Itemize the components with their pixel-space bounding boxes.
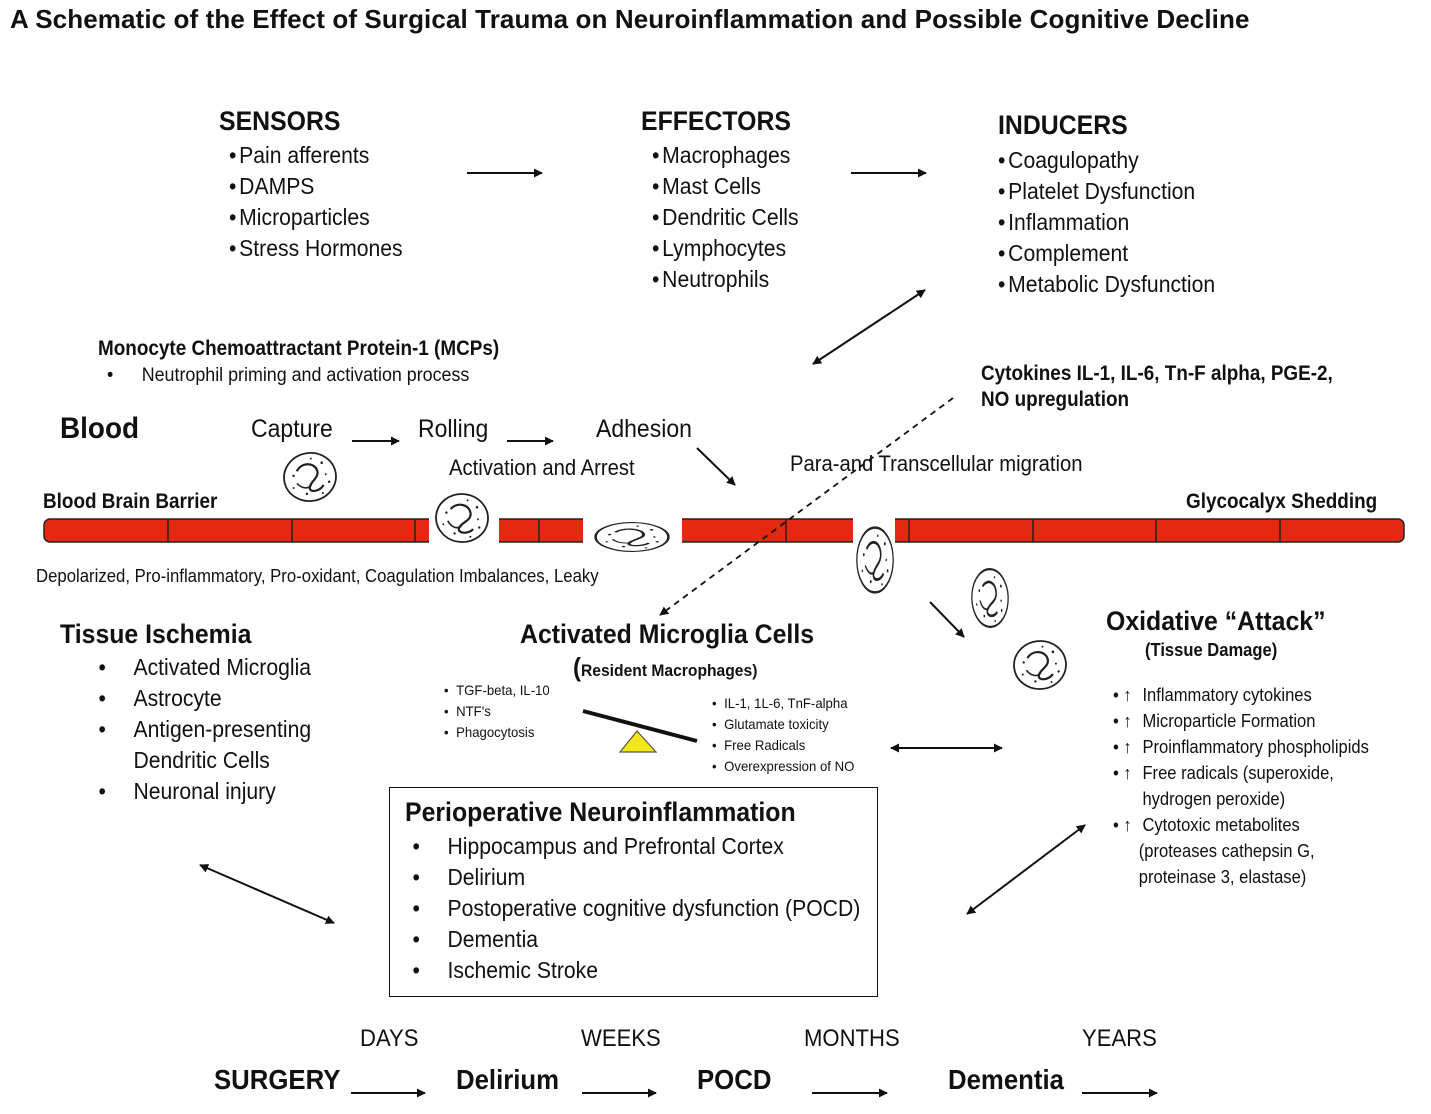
blood-label: Blood: [60, 412, 140, 445]
list-item: Antigen-presenting Dendritic Cells: [93, 714, 332, 776]
list-item: Mast Cells: [652, 171, 799, 202]
mcp-item: • Neutrophil priming and activation proc…: [107, 365, 469, 387]
list-item: Dendritic Cells: [652, 202, 798, 233]
up-arrow-icon: • ↑: [1113, 815, 1132, 835]
list-item: • ↑Microparticle Formation: [1113, 708, 1369, 734]
list-item: Platelet Dysfunction: [998, 176, 1215, 207]
list-item: • ↑Inflammatory cytokines: [1113, 682, 1369, 708]
ischemia-list: Activated Microglia Astrocyte Antigen-pr…: [93, 652, 332, 807]
capture-label: Capture: [251, 415, 333, 443]
arrow-oxidative-periop: [966, 824, 1086, 915]
interval-years: YEARS: [1082, 1025, 1157, 1052]
list-item: Metabolic Dysfunction: [998, 269, 1215, 300]
list-item: Macrophages: [652, 140, 799, 171]
sensors-list: Pain afferents DAMPS Microparticles Stre…: [229, 140, 403, 264]
list-item: Phagocytosis: [444, 722, 550, 743]
microglia-right-list: IL-1, 1L-6, TnF-alpha Glutamate toxicity…: [712, 693, 854, 777]
mcp-item-text: Neutrophil priming and activation proces…: [141, 365, 470, 386]
interval-weeks: WEEKS: [581, 1025, 661, 1052]
cell-tissue-icon: [968, 563, 1012, 633]
list-item: Free Radicals: [712, 735, 854, 756]
list-item: Postoperative cognitive dysfunction (POC…: [407, 893, 861, 924]
list-item: Ischemic Stroke: [407, 955, 860, 986]
oxidative-sub: (Tissue Damage): [1145, 640, 1278, 660]
stage-surgery: SURGERY: [214, 1064, 341, 1095]
list-item: TGF-beta, IL-10: [444, 680, 550, 701]
barrier-state: Depolarized, Pro-inflammatory, Pro-oxida…: [36, 566, 599, 586]
list-item: • ↑Proinflammatory phospholipids: [1113, 734, 1369, 760]
effectors-heading: EFFECTORS: [641, 106, 791, 136]
perioperative-box: [389, 787, 878, 997]
blood-brain-barrier-bar: [43, 517, 1405, 545]
arrow-inducers-blood: [812, 289, 926, 365]
list-item: Dementia: [407, 924, 860, 955]
list-item: Neuronal injury: [93, 776, 332, 807]
oxidative-heading: Oxidative “Attack”: [1106, 606, 1326, 636]
list-item: Complement: [998, 238, 1215, 269]
inducers-list: Coagulopathy Platelet Dysfunction Inflam…: [998, 145, 1215, 300]
list-item: Stress Hormones: [229, 233, 402, 264]
mcp-heading: Monocyte Chemoattractant Protein-1 (MCPs…: [98, 337, 500, 360]
adhesion-label: Adhesion: [596, 415, 692, 443]
bbb-label: Blood Brain Barrier: [43, 490, 218, 513]
periop-heading: Perioperative Neuroinflammation: [405, 797, 796, 827]
list-item: • ↑Free radicals (superoxide,hydrogen pe…: [1113, 760, 1369, 812]
dashed-arrow-cytokines: [659, 397, 954, 616]
list-item: Inflammation: [998, 207, 1215, 238]
periop-list: Hippocampus and Prefrontal Cortex Deliri…: [407, 831, 861, 986]
list-item: NTF's: [444, 701, 550, 722]
cytokines-line2: NO upregulation: [981, 388, 1130, 411]
bullet-glyph: •: [107, 365, 114, 386]
up-arrow-icon: • ↑: [1113, 763, 1132, 783]
list-item: Hippocampus and Prefrontal Cortex: [407, 831, 860, 862]
stage-pocd: POCD: [697, 1064, 772, 1095]
list-item: DAMPS: [229, 171, 403, 202]
list-item: Coagulopathy: [998, 145, 1215, 176]
up-arrow-icon: • ↑: [1113, 685, 1132, 705]
list-item: Glutamate toxicity: [712, 714, 854, 735]
cytokines-line1: Cytokines IL-1, IL-6, Tn-F alpha, PGE-2,: [981, 362, 1333, 385]
list-item: Astrocyte: [93, 683, 332, 714]
list-item: Pain afferents: [229, 140, 403, 171]
cell-capture-icon: [279, 447, 341, 507]
inducers-heading: INDUCERS: [998, 110, 1128, 140]
microglia-heading: Activated Microglia Cells: [520, 619, 815, 649]
list-item: Overexpression of NO: [712, 756, 854, 777]
glycocalyx-label: Glycocalyx Shedding: [1186, 490, 1378, 513]
list-item: Delirium: [407, 862, 860, 893]
list-item: IL-1, 1L-6, TnF-alpha: [712, 693, 854, 714]
arrow-ischemia-periop: [199, 864, 335, 924]
microglia-sub-paren: (: [573, 652, 581, 682]
arrow-adhesion-barrier: [696, 447, 736, 486]
list-item: • ↑Cytotoxic metabolites(proteases cathe…: [1113, 812, 1369, 890]
rolling-label: Rolling: [418, 415, 489, 443]
sensors-heading: SENSORS: [219, 106, 341, 136]
list-item: Neutrophils: [652, 264, 799, 295]
microglia-left-list: TGF-beta, IL-10 NTF's Phagocytosis: [444, 680, 550, 743]
cell-attack-icon: [1010, 637, 1070, 693]
microglia-sub-text: Resident Macrophages): [580, 661, 758, 680]
activation-label: Activation and Arrest: [449, 455, 635, 480]
interval-months: MONTHS: [804, 1025, 900, 1052]
cell-migrating-icon: [855, 526, 895, 594]
list-item: Microparticles: [229, 202, 403, 233]
cell-adhesion-icon: [594, 521, 670, 553]
up-arrow-icon: • ↑: [1113, 737, 1132, 757]
up-arrow-icon: • ↑: [1113, 711, 1132, 731]
interval-days: DAYS: [360, 1025, 419, 1052]
oxidative-list: • ↑Inflammatory cytokines • ↑Micropartic…: [1113, 682, 1369, 890]
seesaw-balance-icon: [582, 709, 698, 753]
list-item: Lymphocytes: [652, 233, 799, 264]
effectors-list: Macrophages Mast Cells Dendritic Cells L…: [652, 140, 799, 295]
ischemia-heading: Tissue Ischemia: [60, 619, 252, 649]
list-item: Activated Microglia: [93, 652, 332, 683]
migration-label: Para-and Transcellular migration: [790, 451, 1083, 476]
arrow-to-attack: [929, 601, 965, 638]
stage-dementia: Dementia: [948, 1064, 1064, 1095]
microglia-sub: (Resident Macrophages): [573, 652, 757, 683]
diagram-title: A Schematic of the Effect of Surgical Tr…: [10, 4, 1250, 34]
stage-delirium: Delirium: [456, 1064, 560, 1095]
